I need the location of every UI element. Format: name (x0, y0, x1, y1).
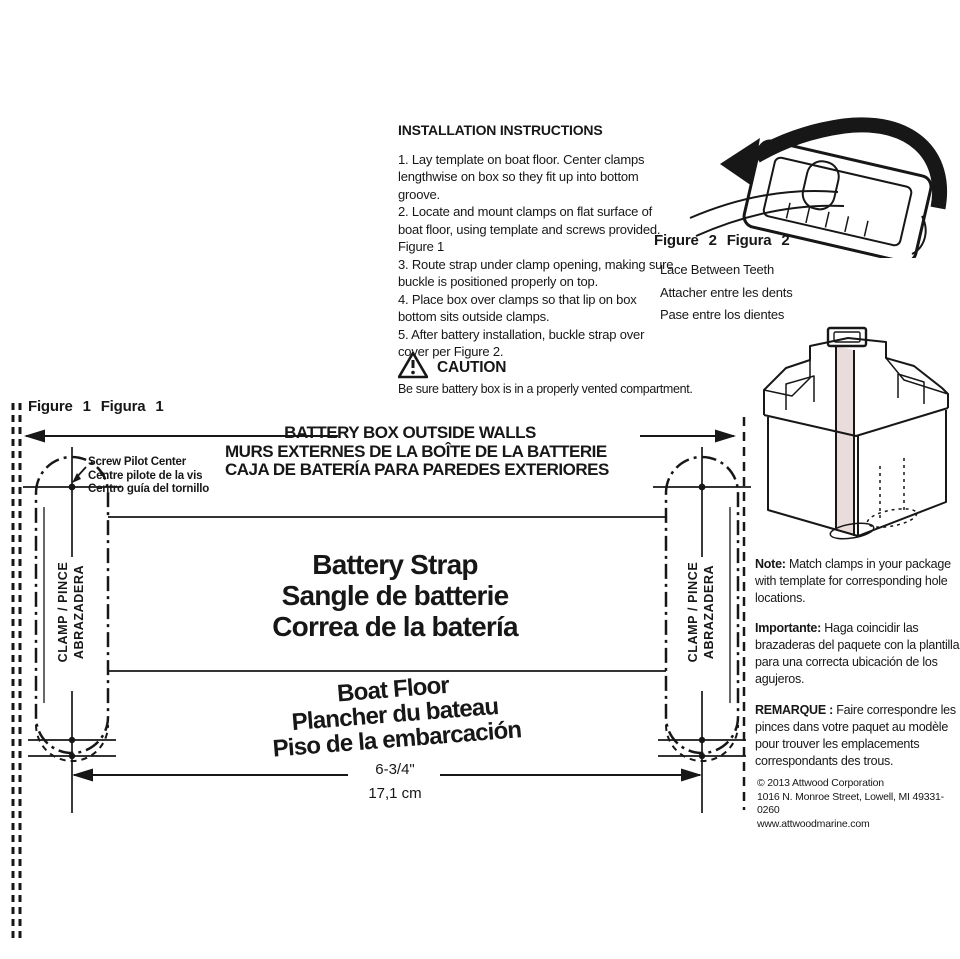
clamp-left-outline (23, 447, 121, 813)
walls-heading: BATTERY BOX OUTSIDE WALLS MURS EXTERNES … (225, 423, 609, 480)
screw-pilot-arrow (72, 467, 86, 483)
walls-heading-fr: MURS EXTERNES DE LA BOÎTE DE LA BATTERIE (225, 441, 607, 461)
battery-box-illustration (752, 300, 960, 542)
clamp-right-label: CLAMP / PINCE ABRAZADERA (686, 547, 718, 677)
footer-website: www.attwoodmarine.com (757, 817, 870, 830)
note-english-label: Note: (755, 557, 786, 571)
installation-step-4: 4. Place box over clamps so that lip on … (398, 291, 637, 325)
installation-title: INSTALLATION INSTRUCTIONS (398, 122, 603, 138)
strap-area-lines (108, 517, 666, 671)
screw-pilot-es: Centro guía del tornillo (88, 483, 210, 495)
note-english: Note: Match clamps in your package with … (755, 556, 960, 607)
battery-strap-fr: Sangle de batterie (281, 580, 510, 611)
battery-strap-en: Battery Strap (312, 549, 478, 580)
figure2-labels: Lace Between Teeth Attacher entre les de… (660, 259, 793, 327)
caution-header: CAUTION (398, 351, 506, 379)
width-dimension-arrow (72, 768, 702, 782)
dimension-cm: 17,1 cm (368, 785, 422, 802)
screw-pilot-fr: Centre pilote de la vis (88, 469, 203, 482)
caution-icon (398, 351, 428, 379)
clamp-left-label: CLAMP / PINCE ABRAZADERA (56, 547, 88, 677)
note-spanish-label: Importante: (755, 621, 821, 635)
figure1-caption: Figure 1 Figura 1 (28, 398, 164, 415)
note-french: REMARQUE : Faire correspondre les pinces… (755, 702, 960, 770)
clamp-label-line1: CLAMP / PINCE (56, 561, 70, 663)
left-cut-line-dashes (13, 403, 20, 940)
installation-step-2: 2. Locate and mount clamps on flat surfa… (398, 204, 661, 254)
installation-step-3: 3. Route strap under clamp opening, maki… (398, 256, 674, 290)
note-english-text: Match clamps in your package with templa… (755, 557, 951, 605)
installation-step-1: 1. Lay template on boat floor. Center cl… (398, 151, 645, 202)
template-diagram (0, 395, 760, 955)
clamp-label-line2: ABRAZADERA (701, 564, 716, 660)
footer-address: 1016 N. Monroe Street, Lowell, MI 49331-… (757, 790, 944, 817)
battery-strap-heading: Battery Strap Sangle de batterie Correa … (190, 549, 600, 642)
clamp-label-line1: CLAMP / PINCE (686, 561, 700, 663)
caution-text: Be sure battery box is in a properly ven… (398, 382, 693, 396)
figure2-caption: Figure 2 Figura 2 (654, 232, 790, 249)
installation-step-5: 5. After battery installation, buckle st… (398, 326, 645, 360)
buckle-illustration (686, 96, 960, 258)
footer: © 2013 Attwood Corporation 1016 N. Monro… (757, 777, 960, 831)
figure2-label-es: Pase entre los dientes (660, 307, 785, 322)
clamp-label-line2: ABRAZADERA (71, 564, 86, 660)
walls-heading-en: BATTERY BOX OUTSIDE WALLS (284, 423, 536, 442)
walls-heading-es: CAJA DE BATERÍA PARA PAREDES EXTERIORES (225, 460, 609, 479)
installation-instructions: INSTALLATION INSTRUCTIONS 1. Lay templat… (398, 122, 674, 361)
dimension-inches: 6-3/4" (375, 761, 415, 778)
note-spanish-text: Haga coincidir las brazaderas del paquet… (755, 621, 960, 686)
note-french-label: REMARQUE : (755, 703, 834, 717)
clamp-right-outline (653, 447, 751, 813)
note-french-text: Faire correspondre les pinces dans votre… (755, 703, 956, 768)
screw-pilot-label: Screw Pilot Center Centre pilote de la v… (88, 456, 209, 497)
battery-strap-es: Correa de la batería (272, 611, 518, 642)
figure2-label-en: Lace Between Teeth (660, 262, 774, 277)
footer-copyright: © 2013 Attwood Corporation (757, 777, 884, 789)
screw-pilot-en: Screw Pilot Center (88, 456, 187, 468)
outside-walls-dimension-arrow (24, 429, 736, 443)
figure2-label-fr: Attacher entre les dents (660, 284, 793, 300)
note-spanish: Importante: Haga coincidir las brazadera… (755, 620, 960, 688)
caution-label: CAUTION (437, 359, 507, 376)
